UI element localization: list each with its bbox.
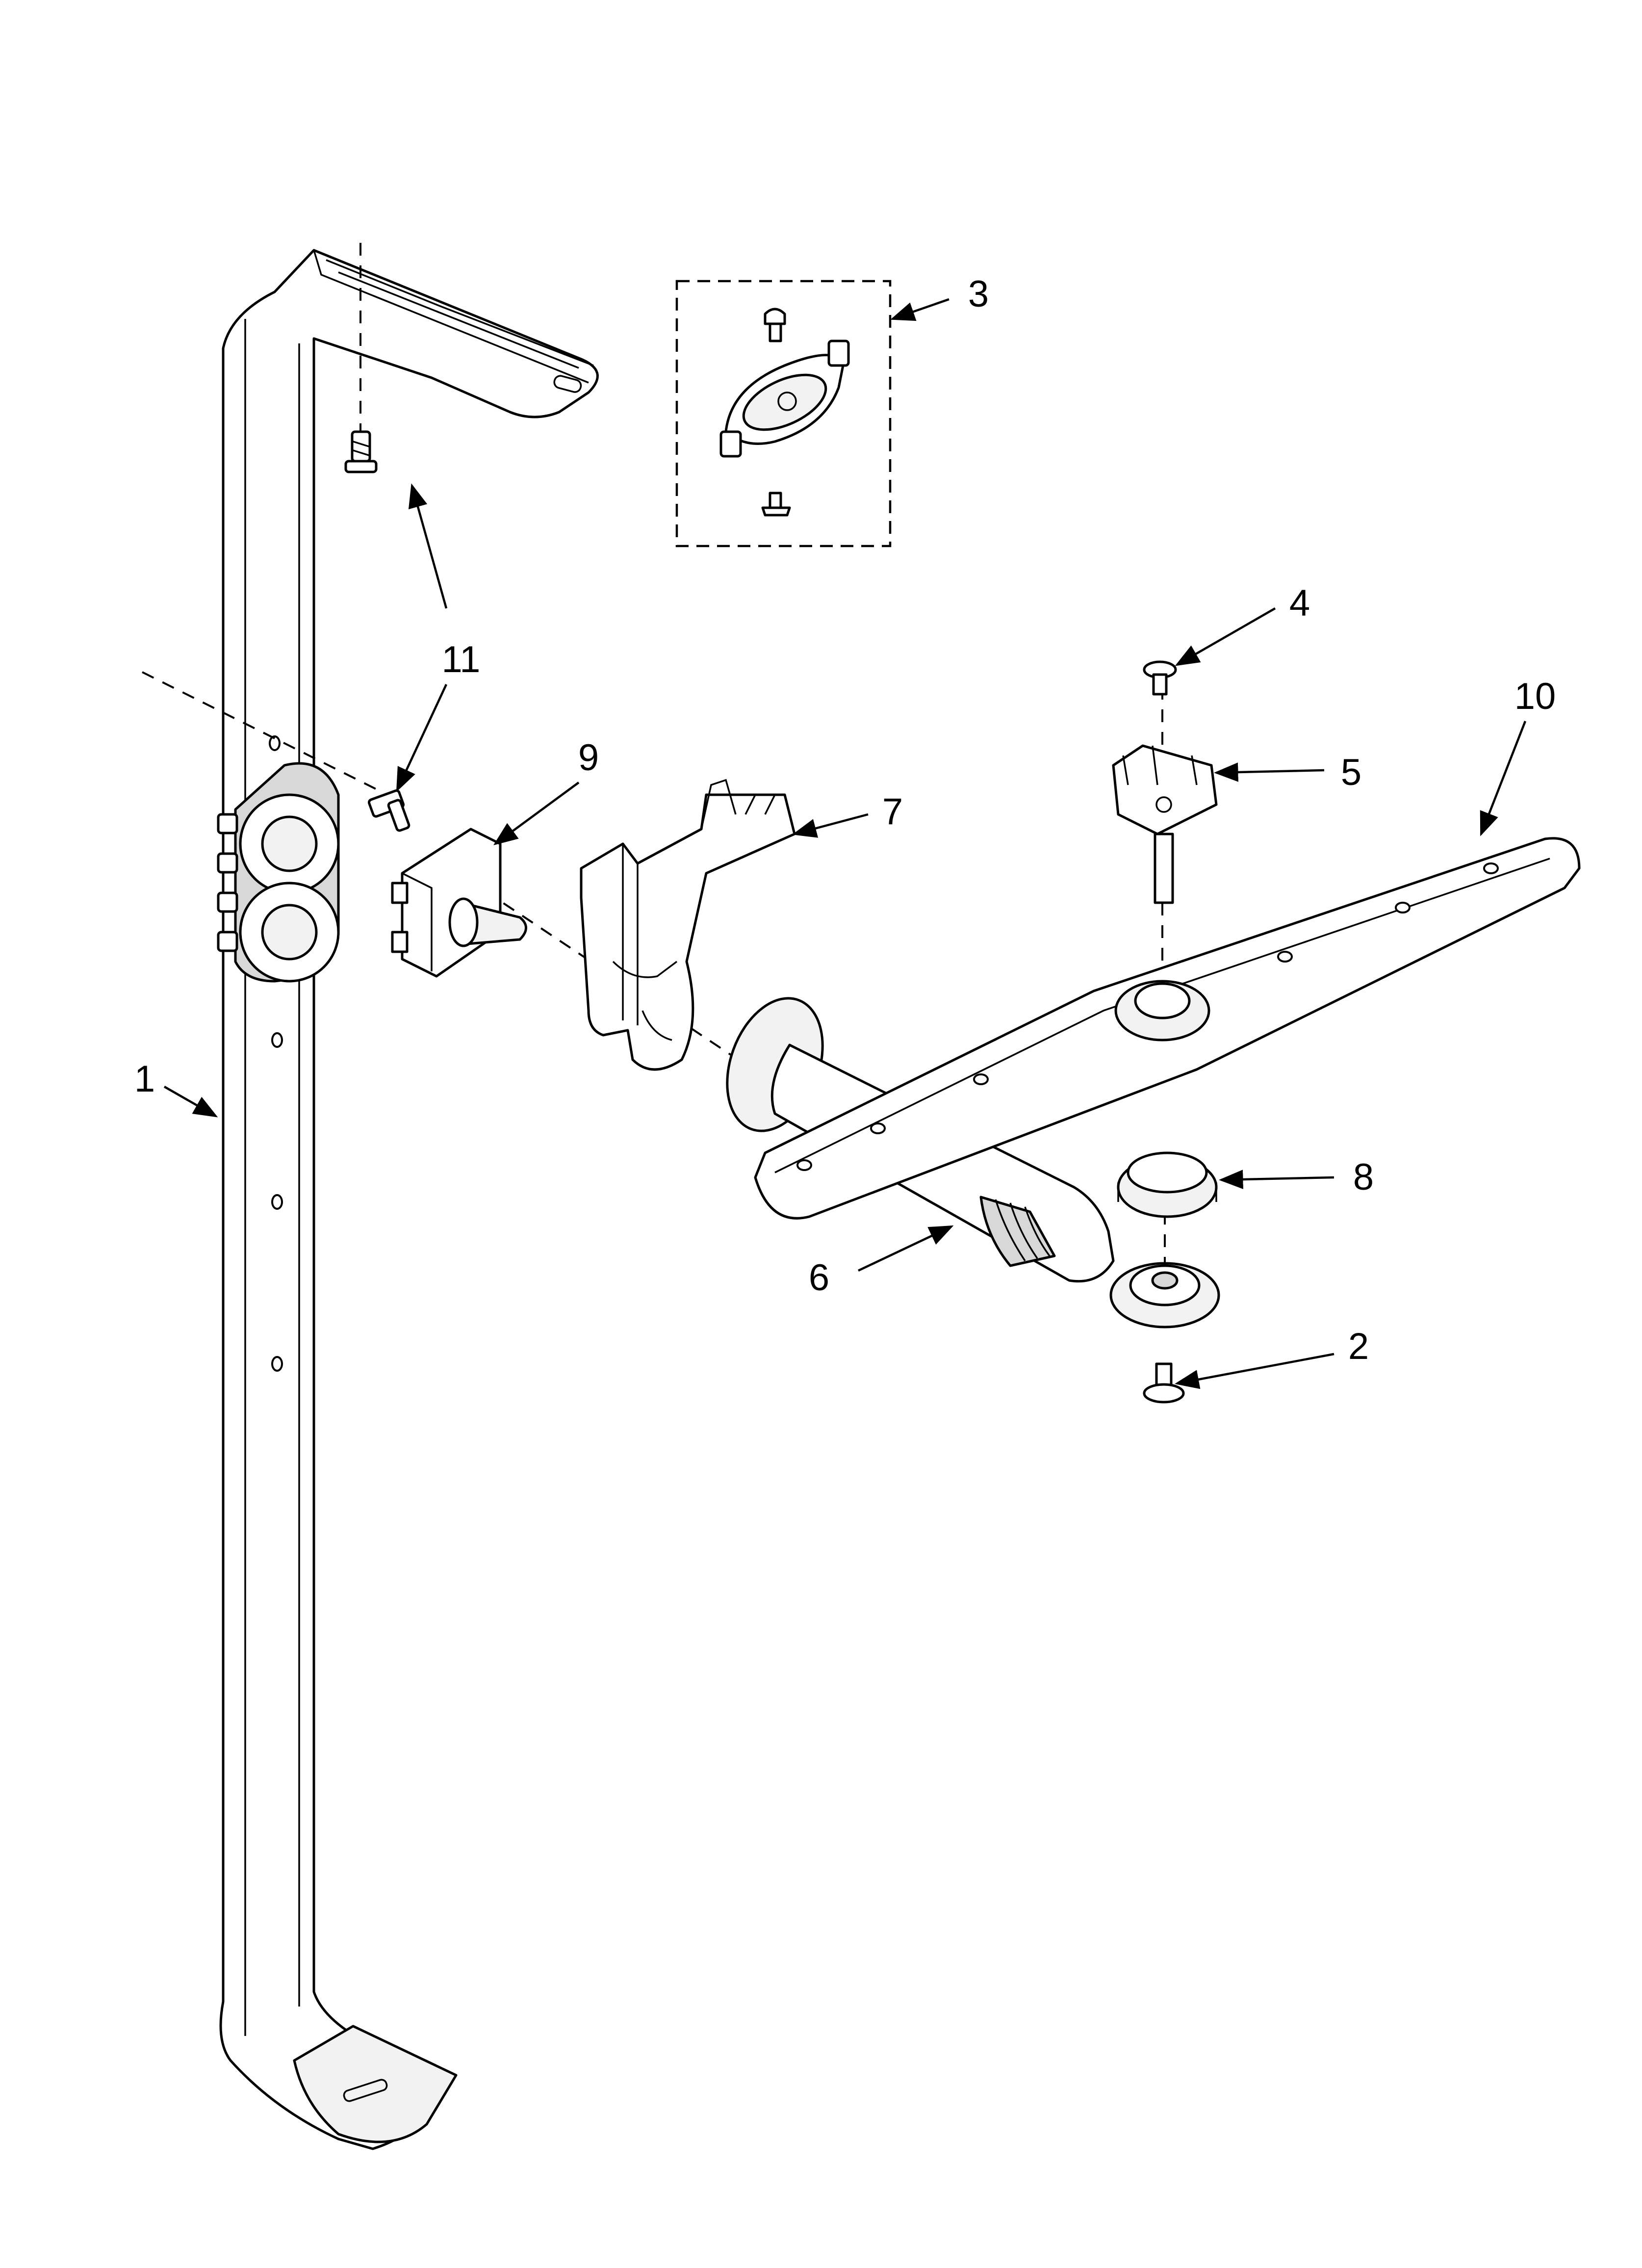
callout-labels: 1 2 3 4 5 6 7 8 9 10 11 (134, 273, 1556, 1367)
part-1-supply-tube (217, 249, 599, 2150)
leader-11a (408, 483, 448, 609)
callout-1: 1 (134, 1058, 155, 1100)
leader-8 (1219, 1170, 1334, 1189)
callout-3: 3 (968, 273, 989, 315)
leader-2 (1175, 1353, 1334, 1389)
leader-11b (396, 684, 448, 792)
leader-10 (1480, 721, 1527, 836)
part-11-screw-lower (367, 789, 410, 832)
callout-7: 7 (882, 791, 903, 833)
part-5-retainer (1112, 744, 1218, 904)
leader-5 (1214, 762, 1325, 782)
callout-2: 2 (1348, 1326, 1369, 1367)
part-7-support (580, 779, 796, 1071)
callout-6: 6 (809, 1257, 829, 1299)
part-2-hub-screw (1109, 1262, 1220, 1404)
callout-8: 8 (1353, 1156, 1374, 1198)
callout-5: 5 (1341, 752, 1361, 793)
leader-6 (858, 1225, 954, 1272)
leader-arrows (163, 298, 1527, 1389)
part-3-clip-kit (675, 280, 892, 547)
part-8-ring (1117, 1151, 1218, 1218)
leader-3 (890, 298, 949, 321)
part-10-spray-arm (754, 837, 1581, 1220)
part-9-bracket (391, 828, 527, 978)
callout-10: 10 (1514, 676, 1556, 717)
leader-7 (792, 813, 869, 838)
leader-1 (163, 1086, 218, 1118)
part-4-screw (1143, 660, 1177, 696)
callout-4: 4 (1289, 582, 1310, 624)
part-11-screw-upper (344, 430, 378, 473)
callout-9: 9 (578, 737, 599, 779)
leader-4 (1175, 607, 1276, 666)
callout-11: 11 (442, 639, 481, 680)
leader-9 (493, 782, 580, 845)
